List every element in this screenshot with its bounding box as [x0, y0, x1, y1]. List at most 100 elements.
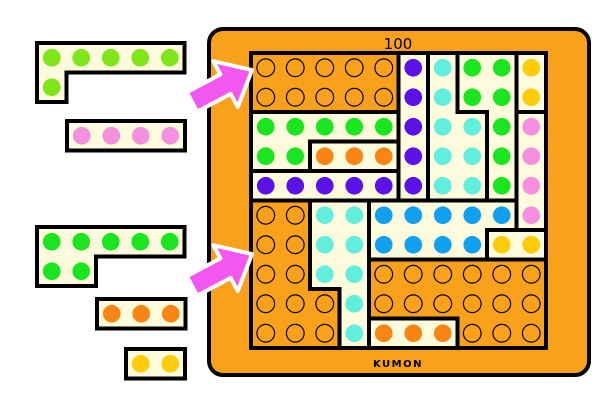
- orange-dot-icon: [345, 147, 364, 166]
- lime-dot-icon: [131, 48, 150, 67]
- empty-hole-icon: [285, 87, 305, 107]
- green-dot-icon: [315, 117, 334, 136]
- board-grid: [249, 51, 548, 350]
- cyan-dot-icon: [433, 88, 452, 107]
- empty-hole-icon: [285, 58, 305, 78]
- lime-dot-icon: [72, 48, 91, 67]
- cyan-dot-icon: [345, 235, 364, 254]
- piece-yellow-right[interactable]: [485, 228, 548, 262]
- piece-lime-L[interactable]: [35, 41, 187, 104]
- empty-hole-icon: [256, 87, 276, 107]
- blue-dot-icon: [433, 206, 452, 225]
- piece-cyan-bottom[interactable]: [308, 198, 371, 350]
- empty-hole-icon: [344, 87, 364, 107]
- blue-dot-icon: [374, 206, 393, 225]
- piece-purple-I6[interactable]: [396, 51, 430, 203]
- piece-green-L7[interactable]: [35, 225, 187, 288]
- green-dot-icon: [463, 58, 482, 77]
- piece-purple-row[interactable]: [249, 169, 401, 203]
- empty-hole-icon: [285, 323, 305, 343]
- orange-dot-icon: [315, 147, 334, 166]
- empty-hole-icon: [521, 294, 541, 314]
- green-dot-icon: [492, 176, 511, 195]
- piece-orange-I3[interactable]: [95, 297, 188, 331]
- empty-hole-icon: [521, 264, 541, 284]
- empty-hole-icon: [374, 87, 394, 107]
- blue-dot-icon: [404, 235, 423, 254]
- empty-hole-icon: [285, 264, 305, 284]
- empty-hole-icon: [492, 264, 512, 284]
- cyan-dot-icon: [315, 235, 334, 254]
- green-dot-icon: [492, 88, 511, 107]
- empty-hole-icon: [315, 87, 335, 107]
- piece-green-top[interactable]: [455, 51, 519, 203]
- green-dot-icon: [72, 232, 91, 251]
- empty-hole-icon: [492, 294, 512, 314]
- purple-dot-icon: [404, 176, 423, 195]
- green-dot-icon: [72, 262, 91, 281]
- arrow-top-icon: [184, 59, 255, 114]
- purple-dot-icon: [286, 176, 305, 195]
- cyan-dot-icon: [463, 176, 482, 195]
- lime-dot-icon: [101, 48, 120, 67]
- purple-dot-icon: [256, 176, 275, 195]
- piece-orange-bottom[interactable]: [367, 316, 460, 350]
- empty-hole-icon: [433, 294, 453, 314]
- empty-hole-icon: [521, 323, 541, 343]
- orange-dot-icon: [374, 147, 393, 166]
- green-dot-icon: [101, 232, 120, 251]
- purple-dot-icon: [315, 176, 334, 195]
- green-dot-icon: [42, 262, 61, 281]
- purple-dot-icon: [404, 58, 423, 77]
- yellow-dot-icon: [161, 354, 180, 373]
- empty-hole-icon: [374, 264, 394, 284]
- pink-dot-icon: [522, 147, 541, 166]
- cyan-dot-icon: [433, 147, 452, 166]
- blue-dot-icon: [463, 206, 482, 225]
- pink-dot-icon: [72, 126, 91, 145]
- blue-dot-icon: [404, 206, 423, 225]
- cyan-dot-icon: [315, 206, 334, 225]
- piece-orange-mid[interactable]: [308, 139, 401, 173]
- green-dot-icon: [374, 117, 393, 136]
- cyan-dot-icon: [315, 265, 334, 284]
- empty-hole-icon: [285, 205, 305, 225]
- piece-green-left[interactable]: [249, 110, 401, 173]
- yellow-dot-icon: [131, 354, 150, 373]
- empty-hole-icon: [462, 323, 482, 343]
- cyan-dot-icon: [345, 206, 364, 225]
- green-dot-icon: [492, 147, 511, 166]
- piece-pink-I4[interactable]: [65, 119, 187, 153]
- empty-hole-icon: [315, 58, 335, 78]
- piece-pink-right[interactable]: [514, 110, 548, 232]
- lime-dot-icon: [42, 48, 61, 67]
- empty-hole-icon: [256, 323, 276, 343]
- loose-pieces: [35, 41, 188, 381]
- piece-yellow-I2[interactable]: [124, 347, 187, 381]
- cyan-dot-icon: [433, 176, 452, 195]
- purple-dot-icon: [345, 176, 364, 195]
- board-title: 100: [384, 35, 413, 53]
- orange-dot-icon: [433, 324, 452, 343]
- empty-hole-icon: [462, 264, 482, 284]
- grid-border: [249, 51, 548, 350]
- orange-dot-icon: [132, 304, 151, 323]
- empty-hole-icon: [285, 294, 305, 314]
- purple-dot-icon: [404, 117, 423, 136]
- purple-dot-icon: [404, 88, 423, 107]
- empty-hole-icon: [315, 323, 335, 343]
- cyan-dot-icon: [463, 117, 482, 136]
- empty-hole-icon: [256, 235, 276, 255]
- blue-dot-icon: [374, 235, 393, 254]
- green-dot-icon: [256, 147, 275, 166]
- empty-hole-icon: [492, 323, 512, 343]
- piece-yellow-top[interactable]: [514, 51, 548, 114]
- green-dot-icon: [492, 117, 511, 136]
- yellow-dot-icon: [522, 58, 541, 77]
- empty-region-top-left-empty: [249, 51, 401, 114]
- cyan-dot-icon: [345, 324, 364, 343]
- purple-dot-icon: [374, 176, 393, 195]
- piece-cyan-top[interactable]: [426, 51, 489, 203]
- empty-hole-icon: [256, 294, 276, 314]
